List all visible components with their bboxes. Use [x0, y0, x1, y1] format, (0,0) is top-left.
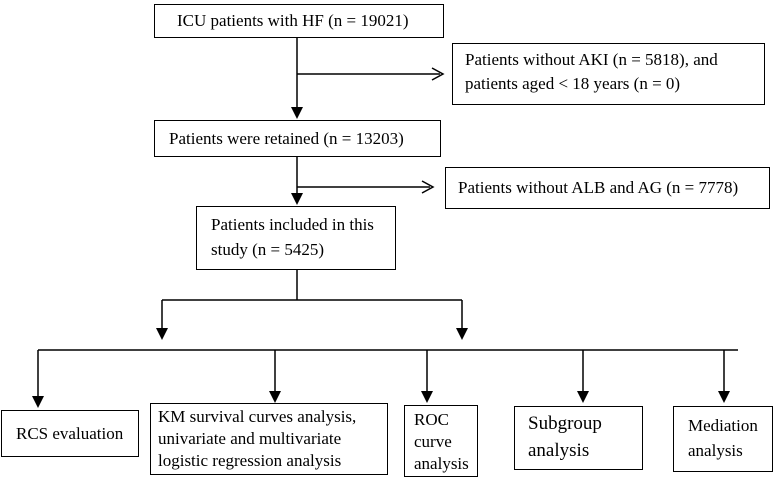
- box-mediation-line1: Mediation: [688, 416, 758, 435]
- box-exclusion-alb-ag-text: Patients without ALB and AG (n = 7778): [458, 178, 739, 197]
- box-subgroup-line1: Subgroup: [528, 413, 602, 434]
- box-icu-patients: ICU patients with HF (n = 19021): [154, 4, 444, 38]
- box-roc-curve: ROC curve analysis: [404, 405, 478, 477]
- arrowhead-to-rcs: [32, 396, 44, 408]
- box-km-logistic-line1: KM survival curves analysis,: [158, 407, 357, 426]
- box-patients-included-line2: study (n = 5425): [211, 240, 324, 259]
- box-roc-curve-line3: analysis: [414, 454, 469, 473]
- box-exclusion-age-aki: Patients without AKI (n = 5818), and pat…: [452, 43, 765, 105]
- box-patients-retained: Patients were retained (n = 13203): [154, 120, 441, 157]
- arrowhead-right-branch: [456, 328, 468, 340]
- arrowhead-left-branch: [156, 328, 168, 340]
- box-exclusion-alb-ag: Patients without ALB and AG (n = 7778): [445, 167, 770, 209]
- box-exclusion-age-aki-line1: Patients without AKI (n = 5818), and: [465, 50, 718, 69]
- box-km-logistic-line3: logistic regression analysis: [158, 451, 342, 470]
- box-roc-curve-line1: ROC: [414, 410, 449, 429]
- box-mediation: Mediation analysis: [673, 406, 773, 472]
- box-rcs-evaluation-text: RCS evaluation: [16, 424, 124, 443]
- box-patients-included: Patients included in this study (n = 542…: [196, 206, 396, 270]
- box-subgroup-line2: analysis: [528, 440, 590, 461]
- arrowhead-to-mediation: [718, 391, 730, 403]
- box-patients-retained-text: Patients were retained (n = 13203): [169, 129, 404, 148]
- box-subgroup: Subgroup analysis: [514, 406, 643, 470]
- arrowhead-to-roc: [421, 391, 433, 403]
- box-km-logistic-line2: univariate and multivariate: [158, 429, 342, 448]
- box-mediation-line2: analysis: [688, 441, 743, 460]
- box-roc-curve-line2: curve: [414, 432, 452, 451]
- box-exclusion-age-aki-line2: patients aged < 18 years (n = 0): [465, 74, 681, 93]
- arrowhead-to-km: [269, 391, 281, 403]
- arrowhead-to-retained: [291, 107, 303, 119]
- box-icu-patients-text: ICU patients with HF (n = 19021): [177, 11, 409, 30]
- arrowhead-to-included: [291, 193, 303, 205]
- box-patients-included-line1: Patients included in this: [211, 215, 374, 234]
- arrowhead-exclusion-1: [431, 67, 445, 81]
- arrowhead-exclusion-2: [421, 180, 435, 194]
- box-km-logistic: KM survival curves analysis, univariate …: [150, 403, 388, 475]
- arrowhead-to-subgroup: [577, 391, 589, 403]
- box-rcs-evaluation: RCS evaluation: [1, 410, 139, 457]
